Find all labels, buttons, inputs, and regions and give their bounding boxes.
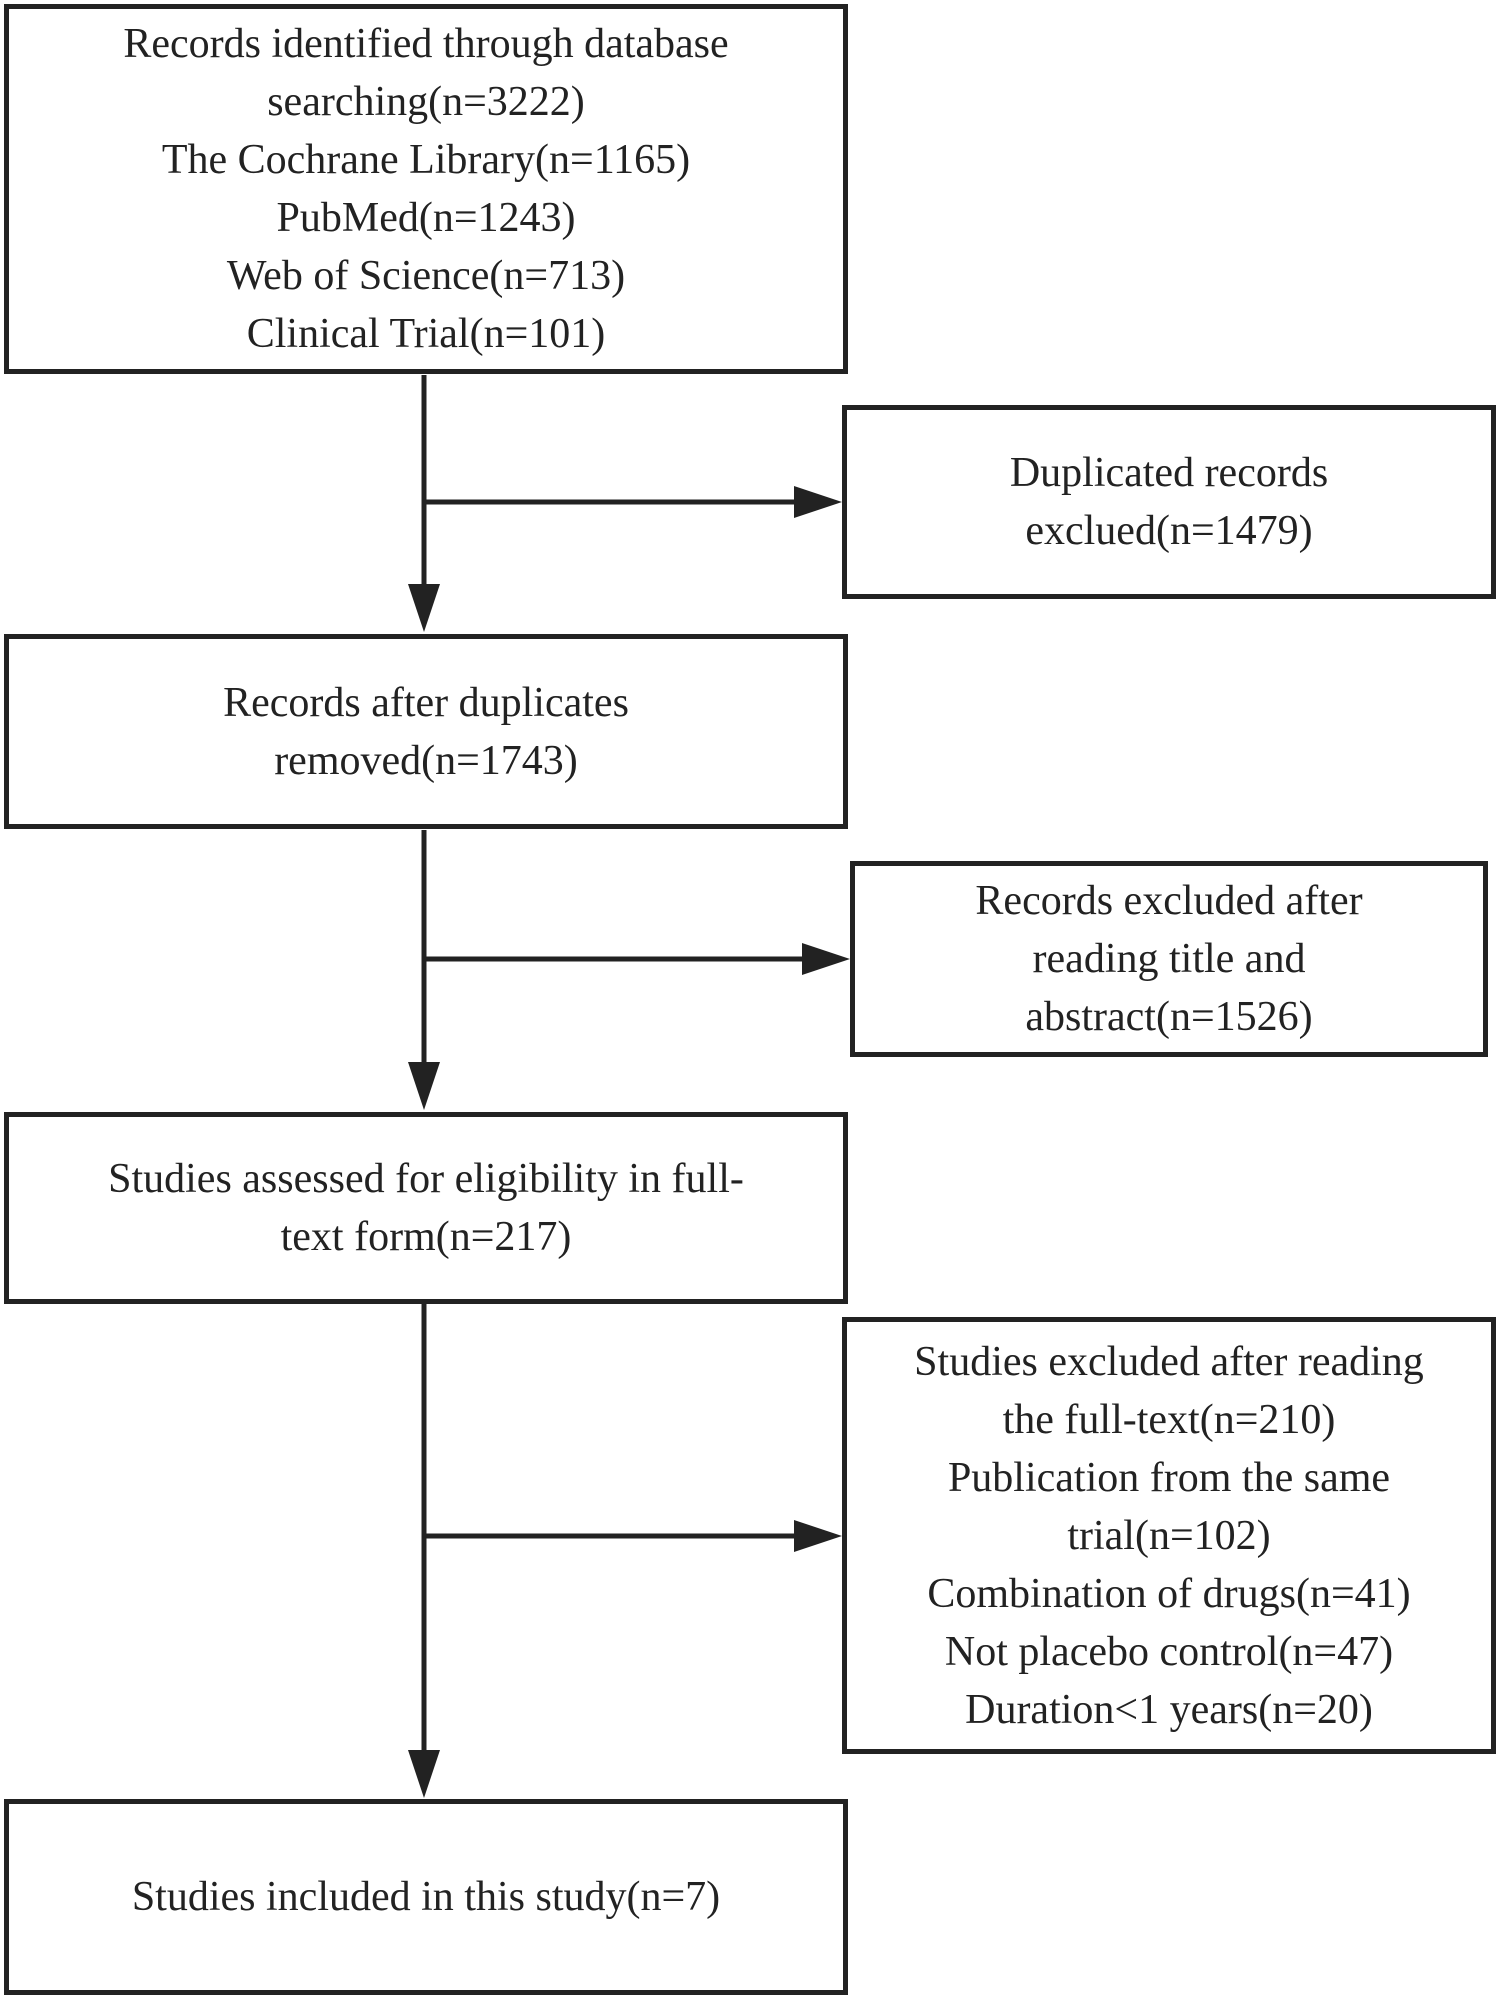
box-line: trial(n=102)	[1067, 1512, 1271, 1559]
box-duplicates-excluded: Duplicated records exclued(n=1479)	[842, 405, 1496, 599]
box-line: The Cochrane Library(n=1165)	[161, 137, 691, 183]
box-line: Studies included in this study(n=7)	[131, 1874, 721, 1920]
box-line: abstract(n=1526)	[1025, 994, 1313, 1040]
box-line: Records after duplicates	[223, 679, 629, 726]
arrow-down-2	[408, 1062, 440, 1110]
box-line: Duplicated records	[1009, 450, 1329, 496]
box-line: Records excluded after	[975, 878, 1363, 924]
box-line: Studies excluded after reading	[914, 1338, 1424, 1385]
box-line: Not placebo control(n=47)	[944, 1628, 1394, 1675]
box-line: searching(n=3222)	[267, 79, 585, 125]
arrow-right-3	[794, 1520, 842, 1552]
box-line: Combination of drugs(n=41)	[927, 1570, 1411, 1617]
box-line: text form(n=217)	[280, 1214, 572, 1260]
box-line: exclued(n=1479)	[1025, 508, 1313, 554]
box-line: Studies assessed for eligibility in full…	[108, 1156, 744, 1202]
box-line: Clinical Trial(n=101)	[246, 311, 606, 357]
arrow-down-3	[408, 1750, 440, 1798]
box-line: the full-text(n=210)	[1002, 1396, 1336, 1443]
box-line: reading title and	[1032, 936, 1306, 982]
box-studies-included: Studies included in this study(n=7)	[4, 1799, 848, 1995]
box-studies-assessed: Studies assessed for eligibility in full…	[4, 1112, 848, 1304]
box-records-identified: Records identified through database sear…	[4, 4, 848, 374]
arrow-down-1	[408, 584, 440, 632]
box-line: Records identified through database	[123, 21, 729, 67]
box-line: Duration<1 years(n=20)	[965, 1686, 1373, 1733]
arrow-right-1	[794, 486, 842, 518]
box-line: PubMed(n=1243)	[276, 195, 576, 241]
box-fulltext-excluded: Studies excluded after reading the full-…	[842, 1317, 1496, 1754]
box-line: Publication from the same	[947, 1454, 1391, 1501]
arrow-right-2	[802, 943, 850, 975]
box-records-after-duplicates: Records after duplicates removed(n=1743)	[4, 634, 848, 829]
box-title-abstract-excluded: Records excluded after reading title and…	[850, 861, 1488, 1057]
box-line: removed(n=1743)	[274, 737, 578, 784]
box-line: Web of Science(n=713)	[226, 253, 626, 299]
